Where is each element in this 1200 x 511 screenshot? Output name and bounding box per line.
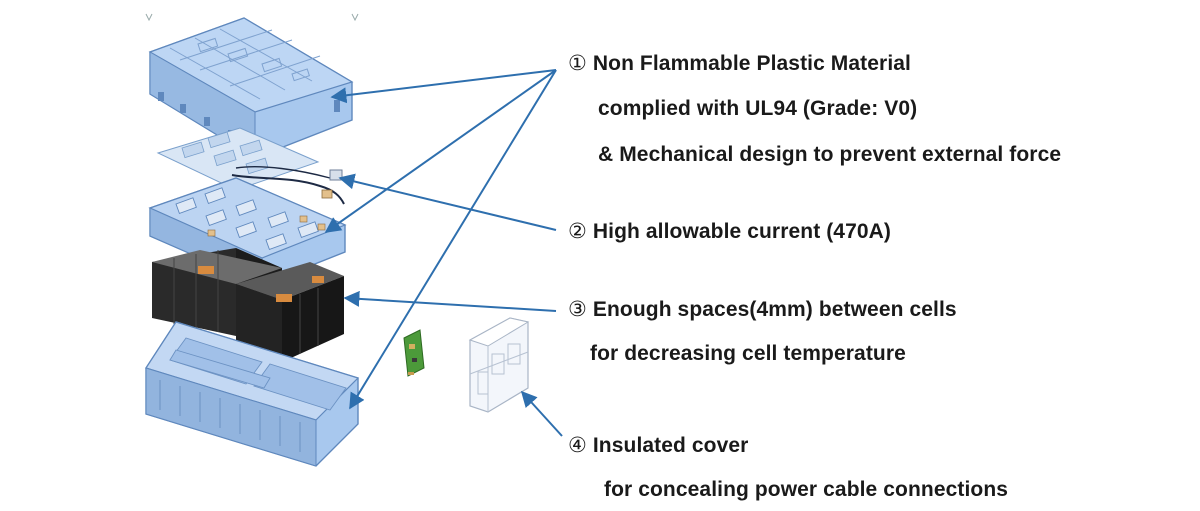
corner-mark-icon <box>145 13 153 22</box>
callout-1-number: ① <box>568 52 587 75</box>
insulated-cover-icon <box>468 317 530 413</box>
callout-1-line-2: complied with UL94 (Grade: V0) <box>598 97 918 120</box>
callout-2-number: ② <box>568 220 587 243</box>
callout-2-line-1: High allowable current (470A) <box>592 220 892 243</box>
callout-4-line-1: Insulated cover <box>592 434 749 457</box>
arrow-2-busbar <box>338 173 557 231</box>
callout-4-line-2: for concealing power cable connections <box>604 478 1009 501</box>
corner-mark-icon <box>351 13 359 22</box>
callout-3-number: ③ <box>568 298 587 321</box>
arrow-1-upper-case <box>330 69 557 104</box>
callout-1-title: ① Non Flammable Plastic Material <box>568 51 911 76</box>
arrow-3-cells <box>343 290 557 312</box>
callout-4-number: ④ <box>568 434 587 457</box>
callout-4-title: ④ Insulated cover <box>568 433 748 458</box>
lower-case-icon <box>145 321 360 467</box>
callout-1-line-1: Non Flammable Plastic Material <box>592 52 911 75</box>
pcb-board-icon <box>403 329 425 377</box>
callout-3-line-2: for decreasing cell temperature <box>590 342 906 365</box>
leader-arrows <box>324 69 563 437</box>
upper-case-icon <box>148 17 354 159</box>
arrow-4-cover <box>520 390 563 437</box>
busbar-plate-icon <box>156 127 345 205</box>
arrow-1-lower-case <box>349 69 557 410</box>
callout-2-title: ② High allowable current (470A) <box>568 219 891 244</box>
callout-1-line-3: & Mechanical design to prevent external … <box>598 143 1062 166</box>
callout-3-line-1: Enough spaces(4mm) between cells <box>592 298 957 321</box>
battery-cells-icon <box>152 248 344 362</box>
arrow-1-tray <box>324 69 557 233</box>
callout-3-title: ③ Enough spaces(4mm) between cells <box>568 297 957 322</box>
